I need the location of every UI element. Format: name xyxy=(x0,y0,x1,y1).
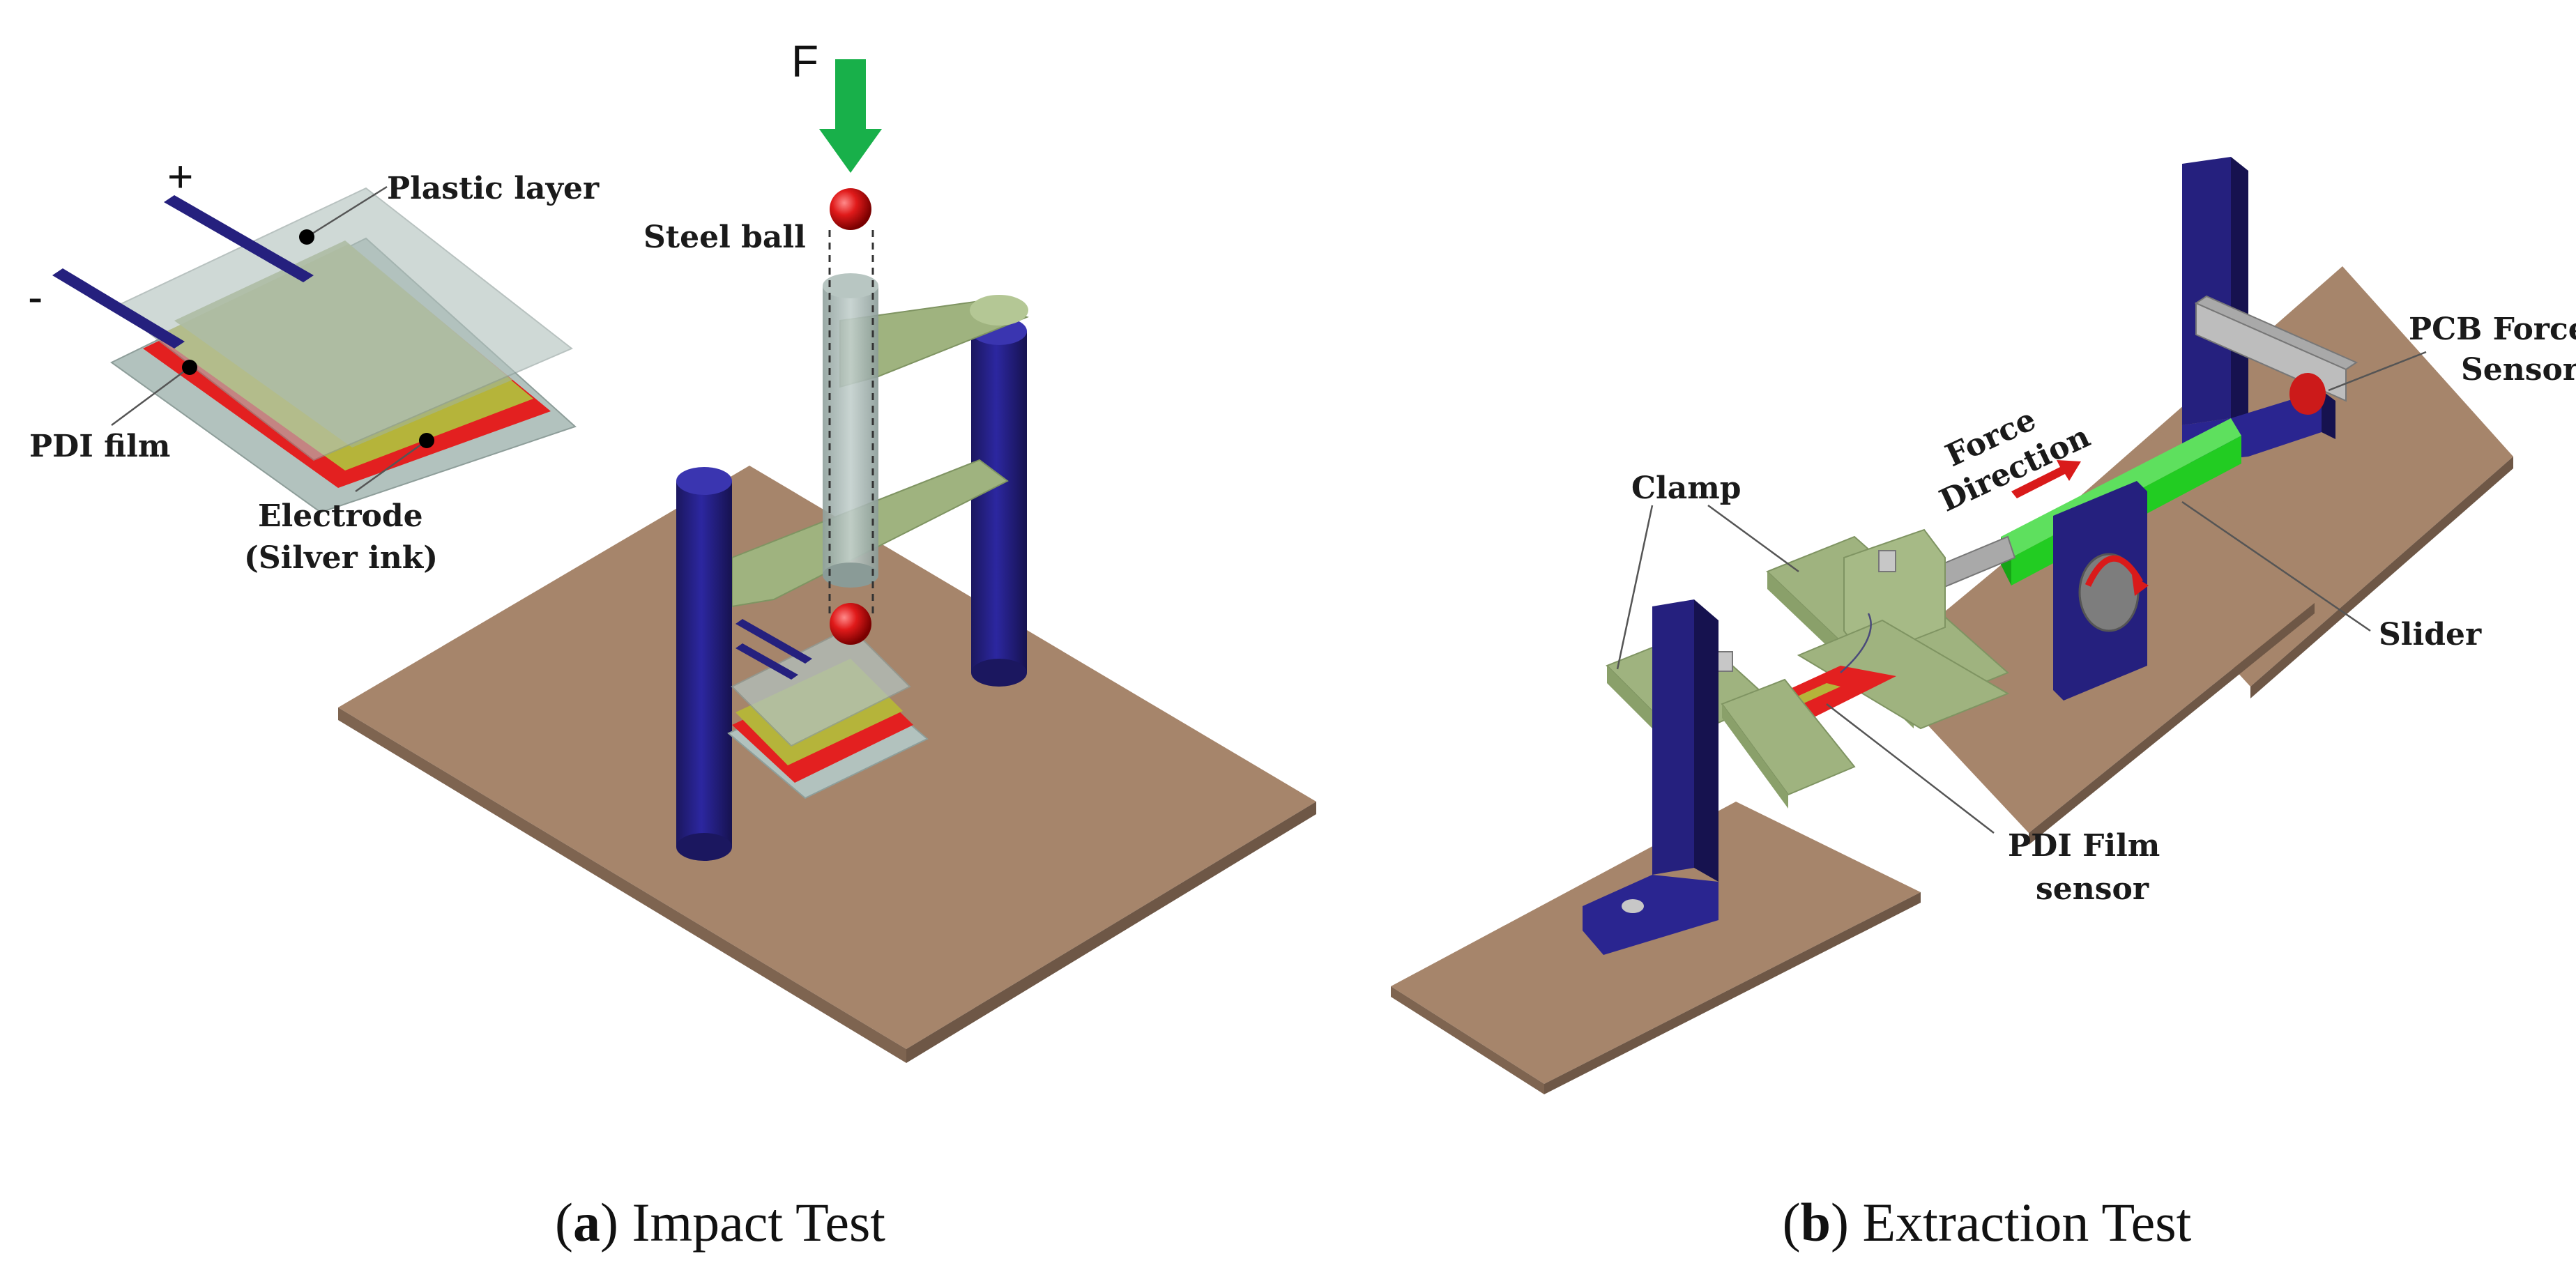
exploded-sensor-layers: + - Plastic layer PDI film Electrode (Si… xyxy=(28,151,600,576)
front-clamp-bolt xyxy=(1716,651,1733,672)
pdi-film-leader xyxy=(111,366,190,427)
clamp-leader-upper xyxy=(1707,504,1799,573)
caption-b-letter: b xyxy=(1801,1192,1831,1253)
front-base-plate xyxy=(1391,802,1921,1094)
pdi-film-label: PDI film xyxy=(29,429,170,464)
force-direction-label: Force Direction xyxy=(1935,401,2096,519)
steel-ball-label: Steel ball xyxy=(643,220,806,255)
plus-sign: + xyxy=(167,151,193,201)
electrode-leader xyxy=(355,439,427,493)
pdi-sensor-leader xyxy=(1826,703,1995,834)
force-direction-arrow xyxy=(2011,460,2081,498)
pdi-sensor-label: PDI Film xyxy=(2008,828,2160,864)
steel-ball-bottom xyxy=(830,603,871,645)
pcb-label-sub: Sensor xyxy=(2461,352,2576,388)
plastic-layer-label: Plastic layer xyxy=(387,171,600,206)
force-label: F xyxy=(791,36,818,86)
minus-sign: - xyxy=(28,272,43,322)
caption-a-text: Impact Test xyxy=(632,1192,885,1253)
rotation-arrow xyxy=(2085,555,2143,587)
positive-lead xyxy=(164,195,314,282)
bracket-bolt xyxy=(1622,899,1644,913)
caption-a-letter: a xyxy=(573,1192,600,1253)
middle-clamp xyxy=(1766,528,2010,730)
panel-a-impact-test: + - Plastic layer PDI film Electrode (Si… xyxy=(28,36,1316,1253)
clamp-leader-lower xyxy=(1616,505,1654,670)
slider-label: Slider xyxy=(2379,617,2482,652)
slider-leader xyxy=(2181,500,2371,632)
panel-b-extraction-test: Force Direction xyxy=(1391,157,2576,1253)
pcb-leader xyxy=(2328,351,2427,392)
plastic-layer-dot xyxy=(299,229,314,245)
pdi-film-dot xyxy=(182,360,197,375)
sensor-sample xyxy=(727,619,929,800)
electrode-label: Electrode xyxy=(258,498,423,534)
force-arrow xyxy=(819,59,882,173)
drop-tube xyxy=(823,273,878,588)
electrode-dot xyxy=(419,433,434,448)
clamp-label: Clamp xyxy=(1631,470,1742,506)
top-plastic-layer xyxy=(114,187,573,461)
rear-column xyxy=(971,317,1027,687)
caption-a: (a) Impact Test xyxy=(555,1192,885,1253)
pcb-force-sensor xyxy=(2289,373,2326,415)
front-l-bracket xyxy=(1583,599,1718,955)
pdi-sensor-label-sub: sensor xyxy=(2036,871,2149,907)
caption-b-text: Extraction Test xyxy=(1863,1192,2192,1253)
slider-guide-plate xyxy=(2053,481,2149,701)
clamp-bolt-top xyxy=(1878,550,1896,572)
front-column xyxy=(676,467,732,861)
plastic-layer-leader xyxy=(306,185,388,238)
electrode-label-sub: (Silver ink) xyxy=(244,540,438,576)
pcb-label: PCB Force xyxy=(2409,312,2576,347)
negative-lead xyxy=(52,268,185,349)
steel-ball-top xyxy=(830,188,871,230)
caption-b: (b) Extraction Test xyxy=(1783,1192,2192,1253)
